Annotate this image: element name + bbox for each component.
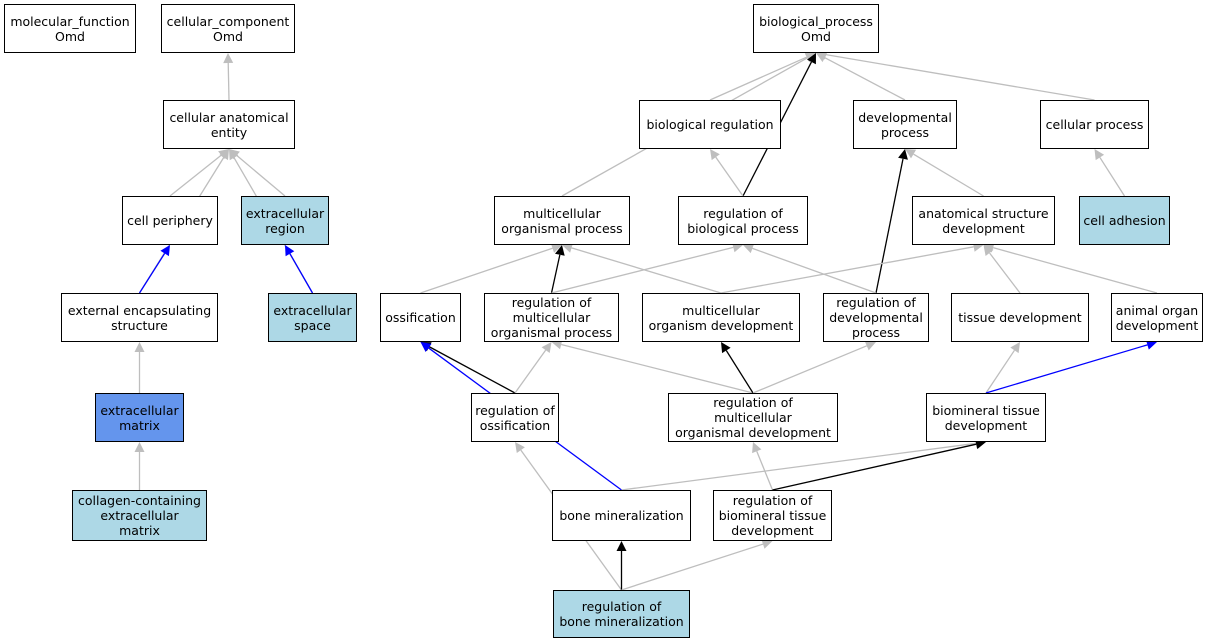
node-regulation-of-ossification[interactable]: regulation of ossification	[471, 393, 559, 442]
node-regulation-of-multicellular-organismal-development[interactable]: regulation of multicellular organismal d…	[668, 393, 838, 442]
edge-cell_periphery-to-cellular_anatomical_entity	[169, 154, 222, 197]
edge-developmental_process-to-biological_process	[824, 57, 906, 101]
edge-regulation_of_developmental_process-to-developmental_process	[875, 158, 904, 294]
node-extracellular-region[interactable]: extracellular region	[241, 196, 329, 245]
edge-biomineral_tissue_development-to-tissue_development	[985, 349, 1015, 394]
edge-arrowhead	[555, 245, 565, 256]
node-extracellular-matrix[interactable]: extracellular matrix	[95, 393, 184, 442]
edge-arrowhead	[905, 149, 917, 159]
node-regulation-of-developmental-process[interactable]: regulation of developmental process	[823, 293, 929, 342]
node-collagen-containing-extracellular-matrix[interactable]: collagen-containing extracellular matrix	[72, 490, 207, 541]
edge-arrowhead	[223, 53, 234, 64]
edge-ossification-to-multicellular_organismal_process	[420, 247, 553, 294]
edge-arrowhead	[229, 149, 239, 161]
edge-cell_adhesion-to-cellular_process	[1099, 157, 1126, 197]
edge-regulation_of_biomineral_tissue_development-to-biomineral_tissue_development	[772, 443, 977, 491]
edge-arrowhead	[551, 339, 563, 350]
edge-arrowhead	[160, 245, 170, 257]
node-anatomical-structure-development[interactable]: anatomical structure development	[912, 196, 1055, 245]
edge-arrowhead	[541, 342, 552, 353]
edge-arrowhead	[743, 243, 755, 254]
node-biological-regulation[interactable]: biological regulation	[639, 100, 781, 149]
edge-multicellular_organism_development-to-anatomical_structure_development	[720, 246, 974, 294]
node-regulation-of-biological-process[interactable]: regulation of biological process	[678, 196, 808, 245]
node-bone-mineralization[interactable]: bone mineralization	[552, 490, 691, 541]
node-extracellular-space[interactable]: extracellular space	[268, 293, 357, 342]
node-biomineral-tissue-development[interactable]: biomineral tissue development	[926, 393, 1046, 442]
edge-arrowhead	[807, 53, 816, 65]
edge-tissue_development-to-anatomical_structure_development	[989, 252, 1021, 294]
node-molecular-function[interactable]: molecular_function Omd	[4, 4, 136, 53]
edge-arrowhead	[732, 242, 743, 253]
node-animal-organ-development[interactable]: animal organ development	[1111, 293, 1203, 342]
edge-external_encapsulating_structure-to-cell_periphery	[138, 253, 166, 294]
edge-arrowhead	[898, 149, 908, 160]
edge-arrowhead	[285, 245, 295, 257]
node-regulation-of-bone-mineralization[interactable]: regulation of bone mineralization	[553, 590, 690, 638]
edge-anatomical_structure_development-to-developmental_process	[913, 153, 984, 197]
edge-regulation_of_multicellular_organismal_process-to-multicellular_organismal_process	[550, 254, 561, 294]
node-regulation-of-biomineral-tissue-development[interactable]: regulation of biomineral tissue developm…	[713, 490, 832, 541]
edge-biological_regulation-to-biological_process	[709, 56, 808, 101]
edge-regulation_of_multicellular_organismal_development-to-multicellular_organism_development	[725, 350, 754, 394]
edge-regulation_of_ossification-to-ossification	[428, 346, 516, 394]
node-external-encapsulating-structure[interactable]: external encapsulating structure	[61, 293, 218, 342]
node-tissue-development[interactable]: tissue development	[951, 293, 1089, 342]
edge-arrowhead	[1010, 342, 1020, 354]
edge-extracellular_region-to-cellular_anatomical_entity	[236, 154, 286, 197]
node-cellular-process[interactable]: cellular process	[1040, 100, 1149, 149]
edge-arrowhead	[983, 245, 994, 256]
edge-arrowhead	[752, 442, 762, 454]
node-multicellular-organism-development[interactable]: multicellular organism development	[642, 293, 800, 342]
edge-biomineral_tissue_development-to-animal_organ_development	[985, 344, 1148, 394]
node-cellular-component[interactable]: cellular_component Omd	[161, 4, 295, 53]
edge-arrowhead	[134, 442, 145, 452]
node-ossification[interactable]: ossification	[380, 293, 461, 342]
node-multicellular-organismal-process[interactable]: multicellular organismal process	[494, 196, 630, 245]
edge-regulation_of_ossification-to-regulation_of_multicellular_organismal_process	[514, 349, 547, 394]
edge-arrowhead	[761, 539, 773, 549]
edge-arrowhead	[1146, 340, 1157, 350]
edge-regulation_of_multicellular_organismal_development-to-regulation_of_multicellular_organismal_process	[561, 343, 754, 394]
edge-cellular_process-to-biological_process	[825, 54, 1095, 101]
edge-arrowhead	[515, 442, 525, 453]
edge-bone_mineralization-to-biomineral_tissue_development	[621, 442, 977, 491]
node-cell-periphery[interactable]: cell periphery	[122, 196, 218, 245]
edge-regulation_of_developmental_process-to-regulation_of_biological_process	[752, 247, 877, 294]
edge-regulation_of_multicellular_organismal_development-to-regulation_of_developmental_process	[752, 345, 868, 394]
edge-regulation_of_biological_process-to-biological_regulation	[715, 156, 744, 197]
node-cell-adhesion[interactable]: cell adhesion	[1079, 196, 1170, 245]
edge-arrowhead	[616, 541, 627, 551]
edge-cellular_anatomical_entity-to-cellular_component	[227, 62, 230, 101]
node-cellular-anatomical-entity[interactable]: cellular anatomical entity	[163, 100, 295, 149]
edge-arrowhead	[1094, 149, 1105, 161]
edge-arrowhead	[710, 149, 720, 161]
edge-arrowhead	[420, 342, 432, 352]
node-regulation-of-multicellular-organismal-process[interactable]: regulation of multicellular organismal p…	[484, 293, 619, 342]
edge-extracellular_space-to-extracellular_region	[289, 253, 314, 294]
edge-arrowhead	[721, 342, 731, 354]
edge-arrowhead	[864, 341, 876, 351]
edge-arrowhead	[550, 243, 562, 253]
edge-multicellular_organism_development-to-multicellular_organismal_process	[571, 247, 722, 294]
node-biological-process[interactable]: biological_process Omd	[753, 4, 879, 53]
edge-animal_organ_development-to-anatomical_structure_development	[992, 247, 1158, 294]
edge-arrowhead	[134, 342, 145, 352]
edge-arrowhead	[219, 149, 229, 161]
edge-regulation_of_multicellular_organismal_process-to-regulation_of_biological_process	[551, 246, 734, 294]
edge-arrowhead	[562, 243, 573, 253]
node-developmental-process[interactable]: developmental process	[853, 100, 957, 149]
edge-arrowhead	[983, 242, 995, 253]
edge-regulation_of_bone_mineralization-to-regulation_of_biomineral_tissue_development	[621, 543, 764, 591]
